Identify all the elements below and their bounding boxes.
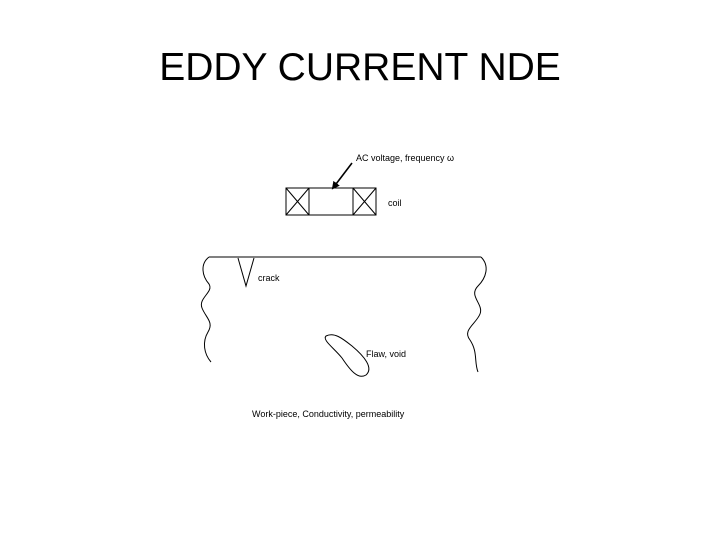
crack-label: crack <box>258 273 280 283</box>
coil-body <box>285 187 377 216</box>
workpiece-left-edge <box>200 256 212 363</box>
coil-left-cross-b <box>285 187 310 216</box>
coil <box>285 187 377 216</box>
ac-voltage-arrow <box>331 162 353 190</box>
flaw-void <box>324 334 370 377</box>
flaw-label: Flaw, void <box>366 349 406 359</box>
workpiece-right-edge <box>467 256 487 373</box>
slide-title: EDDY CURRENT NDE <box>159 46 561 89</box>
coil-label: coil <box>388 198 402 208</box>
coil-right-cross-b <box>352 187 377 216</box>
crack <box>237 257 255 288</box>
workpiece <box>200 256 487 373</box>
workpiece-label: Work-piece, Conductivity, permeability <box>252 409 405 419</box>
ac-voltage-label: AC voltage, frequency ω <box>356 153 454 163</box>
